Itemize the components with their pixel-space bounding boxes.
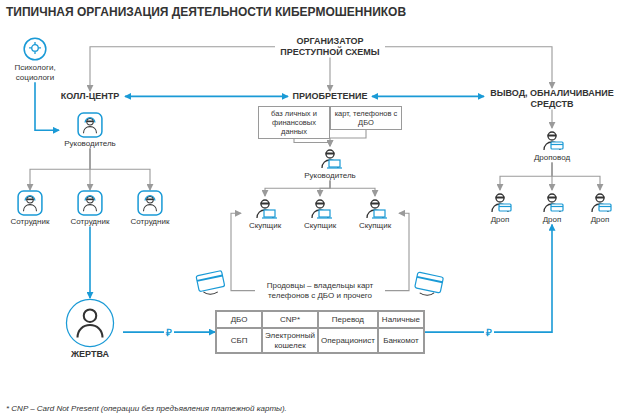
drop-icon bbox=[540, 128, 564, 152]
edge-label: ₽ bbox=[164, 327, 174, 338]
connector bbox=[551, 110, 552, 128]
organizer-label: ОРГАНИЗАТОР ПРЕСТУПНОЙ СХЕМЫ bbox=[275, 36, 385, 58]
section-heading: КОЛЛ-ЦЕНТР bbox=[55, 91, 125, 102]
employee-node: Сотрудник bbox=[65, 190, 115, 227]
connector bbox=[385, 47, 552, 88]
node-text: Дроп bbox=[478, 215, 522, 225]
node-text: Скупщик bbox=[296, 221, 344, 231]
section-heading: ПРИОБРЕТЕНИЕ bbox=[288, 91, 372, 102]
node-text: ОРГАНИЗАТОР ПРЕСТУПНОЙ СХЕМЫ bbox=[275, 36, 385, 58]
connector bbox=[330, 181, 375, 196]
section-heading: ВЫВОД, ОБНАЛИЧИВАНИЕ СРЕДСТВ bbox=[484, 88, 620, 110]
node-text: Скупщик bbox=[241, 221, 289, 231]
drop-node: Дроп bbox=[530, 190, 574, 225]
employee-node: Сотрудник bbox=[125, 190, 175, 227]
node-text: КОЛЛ-ЦЕНТР bbox=[55, 91, 125, 102]
connector bbox=[330, 130, 366, 146]
node-text: ПРИОБРЕТЕНИЕ bbox=[288, 91, 372, 102]
buyer-icon bbox=[363, 196, 387, 220]
table-cell: ДБО bbox=[216, 311, 262, 328]
table-cell: Операционист bbox=[318, 328, 378, 353]
drop-icon bbox=[588, 190, 612, 214]
buyer-icon bbox=[308, 196, 332, 220]
node-text: Сотрудник bbox=[125, 217, 175, 227]
connector bbox=[89, 227, 91, 298]
node-text: Руководитель bbox=[299, 171, 361, 181]
channel-table: ДБОCNP*ПереводНаличныеСБПЭлектронный кош… bbox=[215, 310, 425, 354]
process-box: карт, телефонов с ДБО bbox=[330, 106, 402, 130]
psychologists-node: Психологи, социологи bbox=[4, 36, 66, 82]
connector bbox=[552, 163, 600, 190]
connector bbox=[372, 96, 484, 98]
connector bbox=[500, 163, 552, 190]
drop-icon bbox=[540, 190, 564, 214]
footnote-caption: * CNP – Card Not Present (операции без п… bbox=[6, 404, 287, 413]
buyer-icon bbox=[318, 146, 342, 170]
table-cell: Наличные bbox=[378, 311, 424, 328]
table-cell: Банкомот bbox=[378, 328, 424, 353]
card-hand-icon bbox=[414, 272, 444, 298]
sellers-label: Продовцы – владельцы карт телефонов с ДБ… bbox=[255, 281, 385, 300]
node-text: ЖЕРТВА bbox=[57, 349, 123, 360]
drop-node: Дроп bbox=[578, 190, 622, 225]
psych-icon bbox=[22, 36, 48, 62]
connector bbox=[265, 181, 330, 196]
node-text: Сотрудник bbox=[5, 217, 55, 227]
buyer-icon bbox=[253, 196, 277, 220]
connector bbox=[35, 82, 59, 130]
employee-node: Сотрудник bbox=[5, 190, 55, 227]
node-text: Психологи, социологи bbox=[4, 63, 66, 82]
process-box: баз личных и финансовых данных bbox=[258, 106, 330, 139]
connector bbox=[90, 149, 150, 190]
buyer-node: Скупщик bbox=[351, 196, 399, 231]
connector bbox=[30, 149, 90, 190]
agent-icon bbox=[77, 190, 103, 216]
buyer-node: Скупщик bbox=[296, 196, 344, 231]
node-text: Дроп bbox=[578, 215, 622, 225]
connector bbox=[125, 96, 288, 98]
table-cell: СБП bbox=[216, 328, 262, 353]
victim-node: ЖЕРТВА bbox=[57, 298, 123, 360]
manager-node: Руководитель bbox=[299, 146, 361, 181]
table-cell: Перевод bbox=[318, 311, 378, 328]
connector bbox=[320, 181, 330, 196]
node-text: Сотрудник bbox=[65, 217, 115, 227]
agent-icon bbox=[17, 190, 43, 216]
drop-node: Дроп bbox=[478, 190, 522, 225]
agent-icon bbox=[137, 190, 163, 216]
node-text: баз личных и финансовых данных bbox=[262, 109, 326, 136]
diagram-title: ТИПИЧНАЯ ОРГАНИЗАЦИЯ ДЕЯТЕЛЬНОСТИ КИБЕРМ… bbox=[6, 5, 406, 19]
victim-icon bbox=[65, 298, 115, 348]
node-text: Дроп bbox=[530, 215, 574, 225]
drop-manager-node: Дроповод bbox=[524, 128, 580, 163]
drop-icon bbox=[488, 190, 512, 214]
connector bbox=[294, 139, 330, 146]
node-text: Продовцы – владельцы карт телефонов с ДБ… bbox=[255, 281, 385, 300]
buyer-node: Скупщик bbox=[241, 196, 289, 231]
node-text: Дроповод bbox=[524, 153, 580, 163]
agent-icon bbox=[77, 112, 103, 138]
node-text: Руководитель bbox=[59, 139, 121, 149]
table-cell: CNP* bbox=[262, 311, 318, 328]
node-text: карт, телефонов с ДБО bbox=[334, 109, 398, 127]
connector bbox=[425, 225, 552, 333]
manager-node: Руководитель bbox=[59, 112, 121, 149]
node-text: Скупщик bbox=[351, 221, 399, 231]
connector bbox=[329, 58, 330, 91]
card-hand-icon bbox=[196, 271, 226, 297]
table-cell: Электронный кошелек bbox=[262, 328, 318, 353]
node-text: ВЫВОД, ОБНАЛИЧИВАНИЕ СРЕДСТВ bbox=[484, 88, 620, 110]
edge-label: ₽ bbox=[484, 327, 494, 338]
connector bbox=[90, 47, 275, 91]
